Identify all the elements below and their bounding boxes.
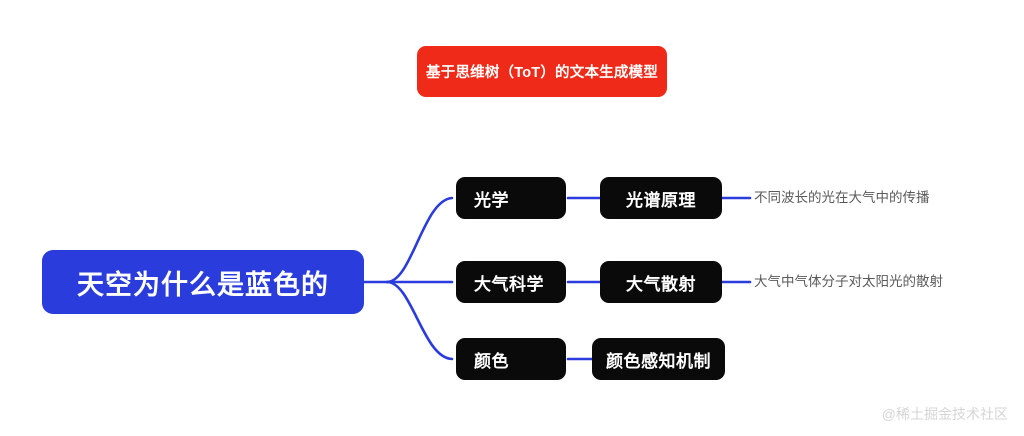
branch-node-optics-label: 光学 bbox=[474, 190, 509, 210]
branch-node-color[interactable]: 颜色 bbox=[456, 338, 566, 380]
branch-node-color-label: 颜色 bbox=[474, 351, 509, 371]
leaf-node-atmospheric-scattering-label: 大气散射 bbox=[626, 274, 696, 294]
leaf-node-atmospheric-scattering[interactable]: 大气散射 bbox=[600, 261, 722, 303]
root-node[interactable]: 天空为什么是蓝色的 bbox=[42, 250, 364, 314]
watermark-label: @稀土掘金技术社区 bbox=[881, 406, 1008, 422]
branch-node-optics[interactable]: 光学 bbox=[456, 177, 566, 219]
leaf-node-spectral-principle[interactable]: 光谱原理 bbox=[600, 177, 722, 219]
leaf-node-color-perception-label: 颜色感知机制 bbox=[606, 351, 711, 371]
leaf-node-color-perception[interactable]: 颜色感知机制 bbox=[592, 338, 725, 380]
branch-node-atmospheric-science-label: 大气科学 bbox=[474, 274, 544, 294]
title-banner: 基于思维树（ToT）的文本生成模型 bbox=[417, 46, 667, 97]
root-node-label: 天空为什么是蓝色的 bbox=[77, 269, 329, 300]
leaf-text-sunlight-scattering: 大气中气体分子对太阳光的散射 bbox=[754, 274, 943, 289]
leaf-text-light-propagation: 不同波长的光在大气中的传播 bbox=[754, 190, 930, 205]
title-banner-label: 基于思维树（ToT）的文本生成模型 bbox=[426, 65, 658, 81]
leaf-node-spectral-principle-label: 光谱原理 bbox=[626, 190, 696, 210]
branch-node-atmospheric-science[interactable]: 大气科学 bbox=[456, 261, 566, 303]
